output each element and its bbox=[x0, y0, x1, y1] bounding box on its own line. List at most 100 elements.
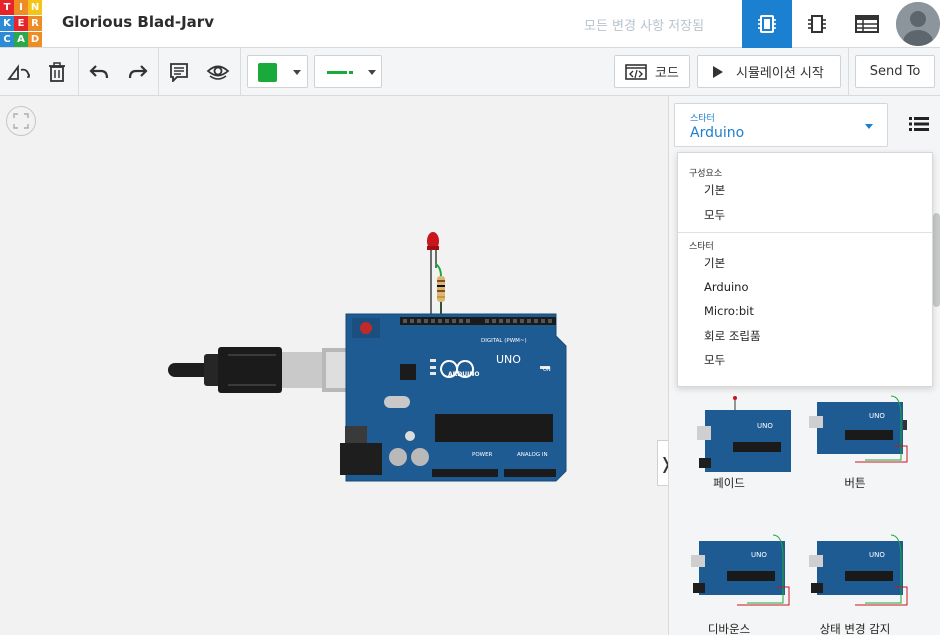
logo-letter: C bbox=[0, 32, 14, 47]
redo-icon bbox=[128, 65, 148, 79]
resistor-component[interactable] bbox=[437, 276, 445, 322]
chevron-down-icon bbox=[293, 70, 301, 75]
undo-icon bbox=[89, 65, 109, 79]
project-title[interactable]: Glorious Blad-Jarv bbox=[62, 13, 214, 31]
wire-style-dash bbox=[349, 71, 353, 74]
svg-text:UNO: UNO bbox=[751, 551, 767, 559]
schematic-view-button[interactable] bbox=[792, 0, 842, 48]
notes-icon bbox=[170, 63, 188, 82]
rotate-button[interactable] bbox=[7, 60, 31, 84]
delete-icon bbox=[49, 62, 65, 82]
menu-item-components-basic[interactable]: 기본 bbox=[704, 183, 726, 197]
code-button-label: 코드 bbox=[655, 66, 679, 81]
menu-divider bbox=[678, 232, 932, 233]
arduino-uno-board[interactable] bbox=[340, 313, 567, 482]
starter-card[interactable]: UNO 디바운스 bbox=[677, 531, 797, 636]
undo-button[interactable] bbox=[87, 60, 111, 84]
menu-item-components-all[interactable]: 모두 bbox=[704, 208, 726, 222]
schematic-view-icon bbox=[808, 15, 826, 33]
board-brand-label: ARDUINO bbox=[448, 371, 479, 378]
notes-button[interactable] bbox=[167, 60, 191, 84]
logo-letter: D bbox=[28, 32, 42, 47]
delete-button[interactable] bbox=[45, 60, 69, 84]
toolbar-divider bbox=[158, 48, 159, 96]
send-to-label: Send To bbox=[869, 64, 921, 79]
redo-button[interactable] bbox=[126, 60, 150, 84]
svg-text:UNO: UNO bbox=[869, 551, 885, 559]
select-caption: 스타터 bbox=[690, 114, 715, 124]
avatar-icon bbox=[896, 2, 940, 46]
toolbar-divider bbox=[848, 48, 849, 96]
start-simulation-label: 시뮬레이션 시작 bbox=[736, 66, 824, 81]
menu-item-starters-all[interactable]: 모두 bbox=[704, 353, 726, 367]
logo-letter: E bbox=[14, 16, 28, 31]
chevron-down-icon bbox=[368, 70, 376, 75]
menu-group-label: 스타터 bbox=[689, 242, 714, 252]
circuit-view-icon bbox=[758, 15, 776, 33]
logo-letter: A bbox=[14, 32, 28, 47]
svg-text:UNO: UNO bbox=[869, 412, 885, 420]
power-header-label: POWER bbox=[472, 452, 493, 458]
fit-view-button[interactable] bbox=[6, 106, 36, 136]
component-list-button[interactable] bbox=[842, 0, 892, 48]
menu-item-starters-microbit[interactable]: Micro:bit bbox=[704, 304, 754, 318]
send-to-button[interactable]: Send To bbox=[855, 55, 935, 88]
board-model-label: UNO bbox=[496, 353, 521, 366]
list-view-button[interactable] bbox=[909, 116, 929, 136]
toolbar-divider bbox=[240, 48, 241, 96]
toolbar: 코드 시뮬레이션 시작 Send To bbox=[0, 48, 940, 96]
on-led-label: ON bbox=[543, 367, 551, 373]
fill-color-dropdown[interactable] bbox=[247, 55, 308, 88]
chevron-down-icon bbox=[865, 124, 873, 129]
starter-card[interactable]: UNO 페이드 bbox=[677, 396, 797, 496]
code-button[interactable]: 코드 bbox=[614, 55, 690, 88]
workplane-canvas[interactable]: ARDUINO UNO DIGITAL (PWM~) POWER ANALOG … bbox=[0, 96, 675, 635]
component-list-icon bbox=[855, 15, 879, 33]
fill-color-swatch bbox=[258, 63, 277, 82]
digital-header-label: DIGITAL (PWM~) bbox=[481, 338, 527, 344]
list-view-icon bbox=[909, 117, 929, 131]
circuit-view-button[interactable] bbox=[742, 0, 792, 48]
menu-item-starters-basic[interactable]: 기본 bbox=[704, 256, 726, 270]
logo-letter: N bbox=[28, 0, 42, 15]
logo-letter: K bbox=[0, 16, 14, 31]
led-component[interactable] bbox=[427, 232, 439, 322]
starter-thumbnail: UNO bbox=[809, 395, 908, 463]
start-simulation-button[interactable]: 시뮬레이션 시작 bbox=[697, 55, 841, 88]
analog-header-label: ANALOG IN bbox=[517, 452, 548, 458]
starter-label: 페이드 bbox=[713, 476, 745, 490]
wire-style-dropdown[interactable] bbox=[314, 55, 382, 88]
wire bbox=[435, 263, 442, 322]
starter-thumbnail: UNO bbox=[697, 396, 791, 472]
menu-item-starters-arduino[interactable]: Arduino bbox=[704, 280, 749, 294]
logo-letter: R bbox=[28, 16, 42, 31]
select-value: Arduino bbox=[690, 125, 745, 141]
starter-label: 상태 변경 감지 bbox=[819, 622, 891, 636]
fit-view-icon bbox=[13, 113, 29, 129]
code-icon bbox=[625, 63, 647, 80]
starter-label: 버튼 bbox=[844, 476, 866, 490]
visibility-button[interactable] bbox=[206, 60, 230, 84]
panel-scrollbar[interactable] bbox=[933, 213, 940, 307]
menu-group-label: 구성요소 bbox=[689, 169, 723, 179]
starter-label: 디바운스 bbox=[707, 622, 751, 636]
starter-card[interactable]: UNO 상태 변경 감지 bbox=[795, 531, 915, 636]
logo-letter: T bbox=[0, 0, 14, 15]
visibility-icon bbox=[206, 65, 230, 80]
user-avatar[interactable] bbox=[896, 2, 940, 46]
category-dropdown-menu: 구성요소 기본 모두 스타터 기본 Arduino Micro:bit 회로 조… bbox=[677, 152, 933, 387]
rotate-icon bbox=[7, 64, 30, 80]
toolbar-divider bbox=[78, 48, 79, 96]
starter-thumbnail: UNO bbox=[691, 534, 790, 606]
component-category-select[interactable]: 스타터 Arduino bbox=[674, 103, 888, 147]
svg-text:UNO: UNO bbox=[757, 422, 773, 430]
wire-style-icon bbox=[327, 71, 347, 74]
menu-item-starters-assemblies[interactable]: 회로 조립품 bbox=[704, 329, 761, 343]
save-status: 모든 변경 사항 저장됨 bbox=[584, 19, 705, 34]
play-icon bbox=[713, 65, 723, 78]
starter-card[interactable]: UNO 버튼 bbox=[795, 386, 915, 496]
circuit-drawing: ARDUINO UNO DIGITAL (PWM~) POWER ANALOG … bbox=[168, 232, 567, 482]
starter-thumbnail: UNO bbox=[809, 534, 908, 606]
